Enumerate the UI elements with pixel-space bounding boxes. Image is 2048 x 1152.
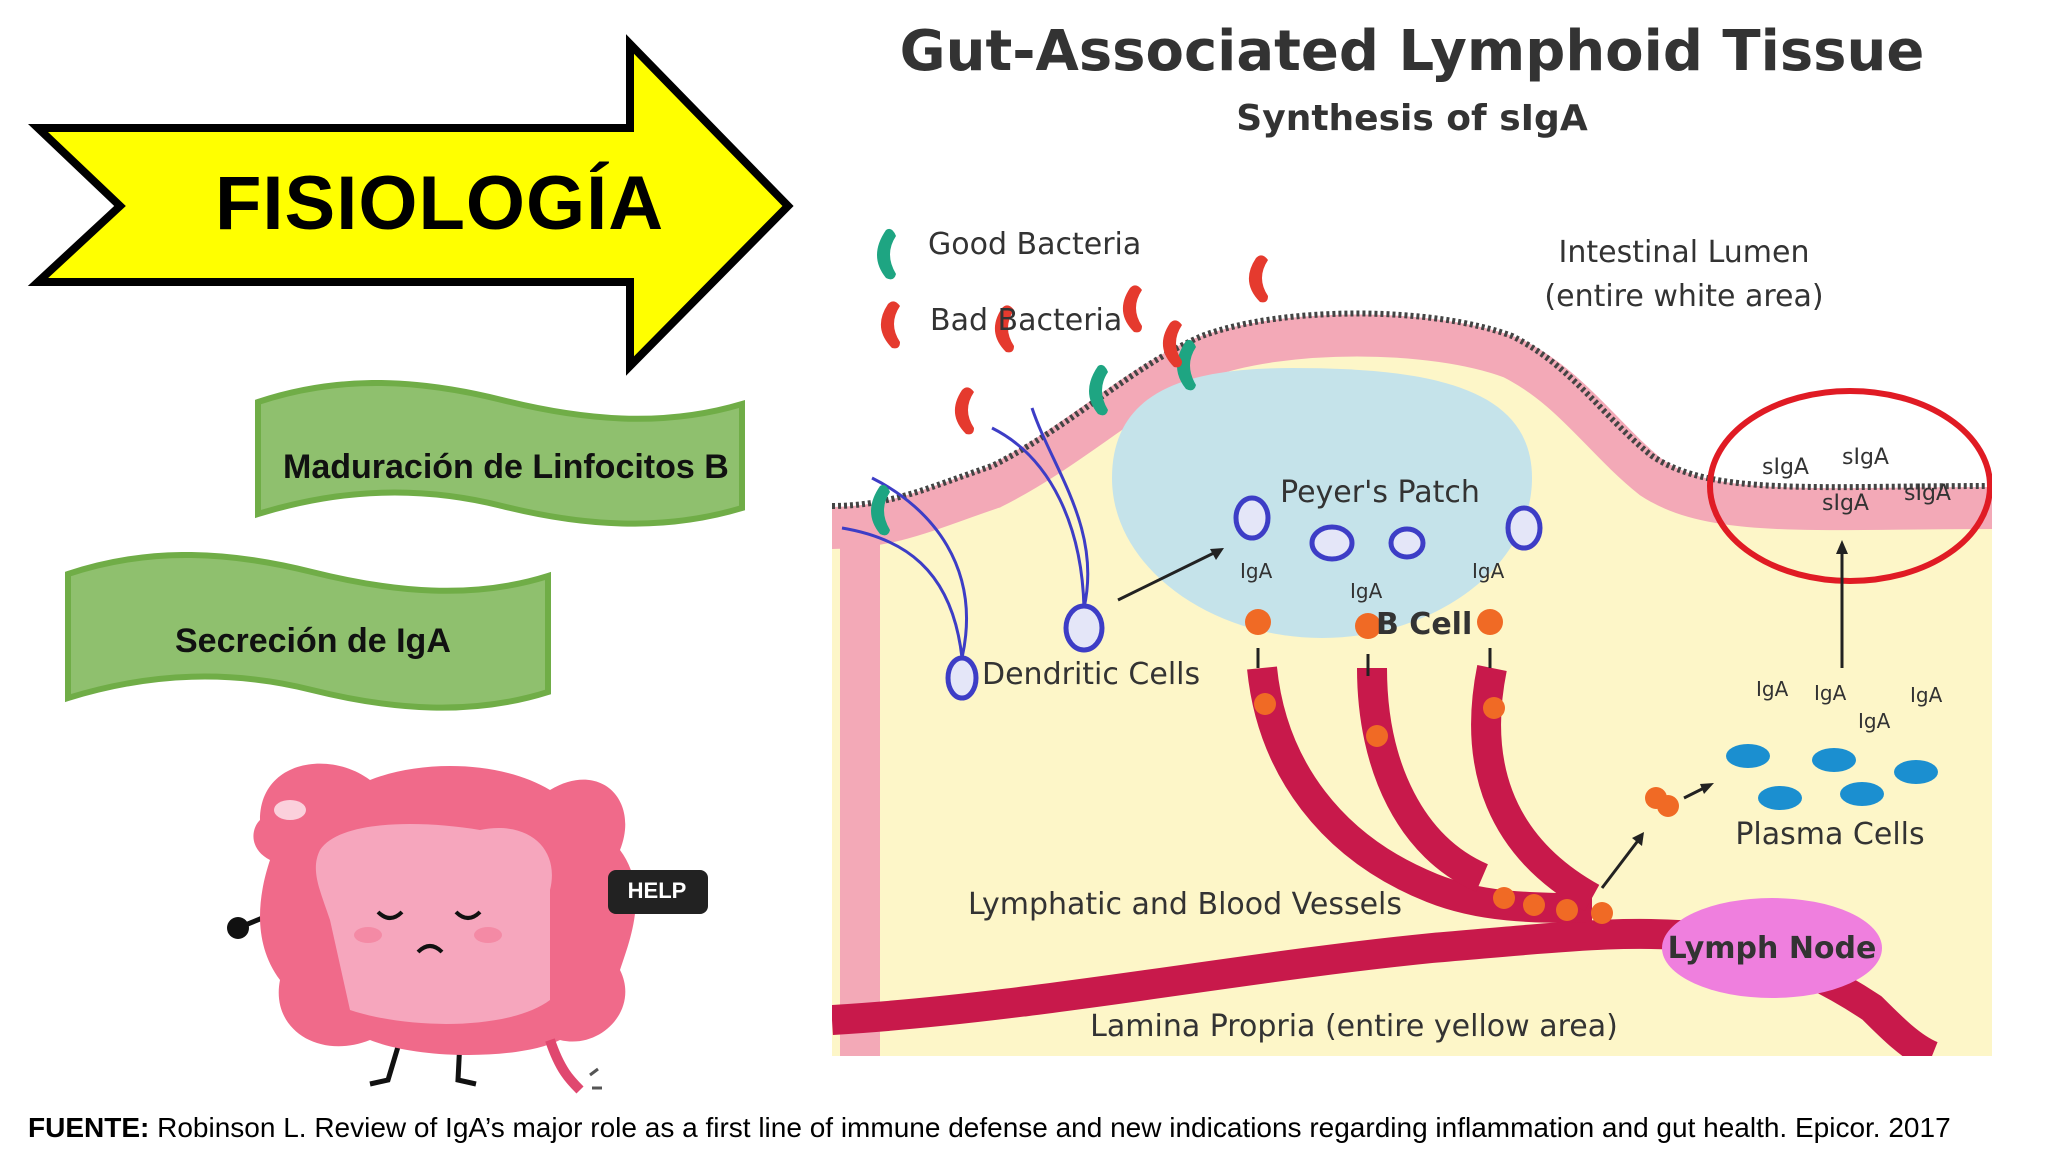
dendritic-cells-label: Dendritic Cells xyxy=(982,657,1200,692)
iga-label: IgA xyxy=(1350,579,1383,603)
b-cells-in-vessels xyxy=(1254,693,1667,924)
bad-bacteria-2 xyxy=(994,305,1014,353)
epithelium-layer xyxy=(832,314,1992,549)
migrating-b-cell xyxy=(1657,795,1679,817)
source-citation: FUENTE: Robinson L. Review of IgA’s majo… xyxy=(28,1112,1951,1144)
help-sign-text: HELP xyxy=(627,878,687,903)
iga-label: IgA xyxy=(1910,683,1943,707)
iga-label: IgA xyxy=(1814,681,1847,705)
colon-mascot-illustration xyxy=(227,763,708,1094)
plasma-cells-label: Plasma Cells xyxy=(1735,817,1924,852)
arrow-dendritic-to-patch xyxy=(1117,548,1221,602)
good-bacteria xyxy=(871,228,1196,536)
siga-labels: sIgA sIgA sIgA sIgA xyxy=(1762,445,1951,516)
iga-label: IgA xyxy=(1756,677,1789,701)
iga-label: IgA xyxy=(1472,559,1505,583)
banner-iga-secretion xyxy=(65,552,551,711)
lumen-label-1: Intestinal Lumen xyxy=(1559,235,1810,270)
dendritic-cell-projections xyxy=(841,407,1090,659)
diagram-title: Gut-Associated Lymphoid Tissue xyxy=(900,19,1925,84)
banner-b-cell-maturation xyxy=(255,380,745,527)
b-cell-label: B Cell xyxy=(1376,607,1472,642)
title-arrow xyxy=(27,34,794,376)
blood-vessel xyxy=(832,918,1939,1056)
source-text: Robinson L. Review of IgA’s major role a… xyxy=(157,1112,1951,1143)
lamina-propria-label: Lamina Propria (entire yellow area) xyxy=(1090,1009,1618,1044)
arrow-title: FISIOLOGÍA xyxy=(215,161,665,246)
diagram-subtitle: Synthesis of sIgA xyxy=(1236,98,1588,139)
bad-bacteria xyxy=(880,255,1268,435)
vessels-label: Lymphatic and Blood Vessels xyxy=(968,887,1402,922)
peyers-patch-dome xyxy=(1112,368,1532,638)
b-cells-patch xyxy=(1245,609,1503,639)
siga-highlight-circle xyxy=(1707,388,1992,584)
peyers-patch-label: Peyer's Patch xyxy=(1280,475,1480,510)
lymph-node xyxy=(1662,898,1882,998)
legend-good-bacteria: Good Bacteria xyxy=(928,227,1141,262)
siga-label: sIgA xyxy=(1822,491,1869,516)
lumen-label-2: (entire white area) xyxy=(1544,279,1823,314)
iga-label: IgA xyxy=(1858,709,1891,733)
siga-label: sIgA xyxy=(1762,455,1809,480)
iga-label: IgA xyxy=(1240,559,1273,583)
plasma-cells xyxy=(1726,744,1938,810)
banner-label-secretion: Secreción de IgA xyxy=(175,622,451,660)
galt-diagram: Gut-Associated Lymphoid Tissue Synthesis… xyxy=(832,19,1992,1056)
arrow-node-to-plasma xyxy=(1600,837,1642,889)
patch-lymphocytes xyxy=(945,495,1543,701)
vessel-down-arrows xyxy=(1256,648,1492,676)
siga-label: sIgA xyxy=(1842,445,1889,470)
legend-bad-bacteria: Bad Bacteria xyxy=(930,303,1122,338)
banner-label-maturation: Maduración de Linfocitos B xyxy=(283,448,729,486)
siga-label: sIgA xyxy=(1904,481,1951,506)
iga-labels: IgA IgA IgA IgA IgA IgA IgA xyxy=(1240,559,1943,733)
lymph-node-label: Lymph Node xyxy=(1668,931,1877,966)
source-label: FUENTE: xyxy=(28,1112,150,1143)
lymphatic-vessel-2 xyxy=(1357,667,1489,892)
